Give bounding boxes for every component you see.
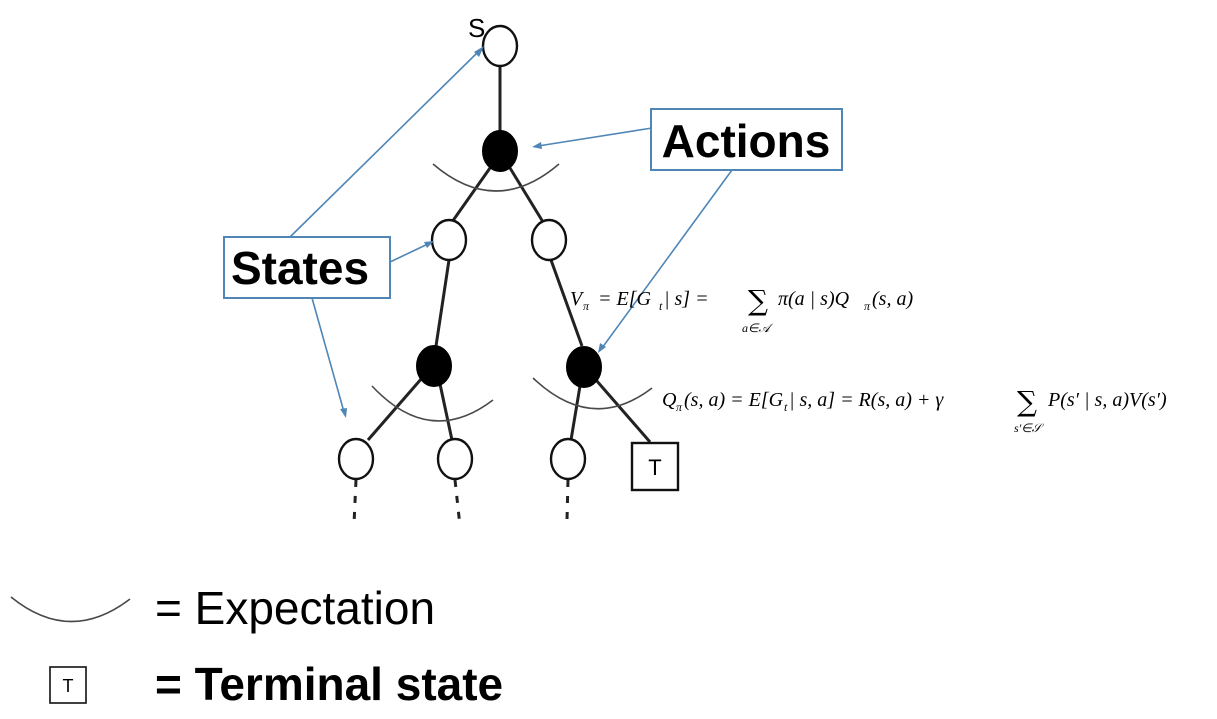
legend: = Expectation T = Terminal state [10,582,503,710]
state-node [430,218,468,262]
edge-action-to-right-state [508,167,545,223]
arrowhead [532,142,542,149]
equation-part: (s, a) [872,288,913,310]
equation-part: V [570,288,585,310]
actions-callout: Actions [650,108,843,171]
expectation-arc [371,385,494,422]
equation-subscript: t [784,400,788,414]
arrowhead [598,343,606,353]
equation-subscript: π [864,299,871,313]
arrowhead [340,408,347,418]
state-value-equation: V π = E[G t | s] = ∑ a∈𝒜 π(a | s)Q π (s,… [570,284,913,335]
tree-edges [366,66,652,443]
arrowhead [474,46,484,57]
edge-right-state-to-right-action [549,259,584,347]
state-node [549,437,587,481]
action-node [566,346,602,388]
continuation-dash [453,479,462,527]
action-value-equation: Q π (s, a) = E[G t | s, a] = R(s, a) + γ… [662,385,1167,435]
equation-part: π(a | s)Q [778,288,850,310]
callout-arrows [289,46,733,418]
states-callout-label: States [231,242,369,294]
edge-left-action-to-leaf1 [366,377,424,441]
equation-part: | s, a] = R(s, a) + γ [789,389,944,411]
summation-sign: ∑ [748,284,768,317]
tree-nodes: T [337,24,680,492]
terminal-node-label: T [648,455,661,480]
arrowhead [424,241,434,248]
root-state-node [481,24,519,68]
actions-to-action-arrow [601,169,733,349]
states-callout-box [223,236,391,299]
equation-subscript: π [583,299,590,313]
equation-part: Q [662,389,677,411]
action-node [482,130,518,172]
legend-terminal-box-label: T [63,676,74,696]
summation-index: a∈𝒜 [742,321,773,335]
equation-part: (s, a) = E[G [684,389,784,411]
summation-sign: ∑ [1017,385,1037,418]
legend-terminal-box [49,666,87,704]
continuation-dash [565,479,570,521]
equation-part: = E[G [598,288,651,310]
states-callout: States [223,236,391,299]
edge-right-action-to-leaf3 [569,385,582,441]
states-to-root-arrow [289,51,479,238]
equation-part: | s] = [664,288,709,310]
expectation-arc [432,163,560,192]
state-node [436,437,474,481]
actions-to-action-arrow [537,127,653,147]
states-to-leaf-arrow [311,297,345,413]
legend-expectation-arc [10,596,131,623]
root-state-label: S [468,13,485,43]
summation-index: s′∈𝒮 [1014,421,1045,435]
continuation-dash [352,479,358,525]
equation-subscript: π [676,400,683,414]
edge-action-to-left-state [450,167,492,223]
edge-right-action-to-terminal [594,379,652,443]
states-to-state-arrow [389,242,431,263]
edge-left-state-to-left-action [434,259,451,347]
state-node [530,218,568,262]
edge-left-action-to-leaf2 [438,383,454,441]
action-node [416,345,452,387]
equation-part: P(s′ | s, a)V(s′) [1047,389,1167,411]
expectation-arc [532,377,653,410]
actions-callout-label: Actions [662,115,831,167]
actions-callout-box [650,108,843,171]
state-node [337,437,375,481]
terminal-state-node [630,441,680,492]
legend-terminal-label: = Terminal state [155,658,503,710]
continuation-dashes [352,479,570,527]
equation-subscript: t [659,299,663,313]
expectation-arcs [371,163,653,422]
legend-expectation-label: = Expectation [155,582,435,634]
